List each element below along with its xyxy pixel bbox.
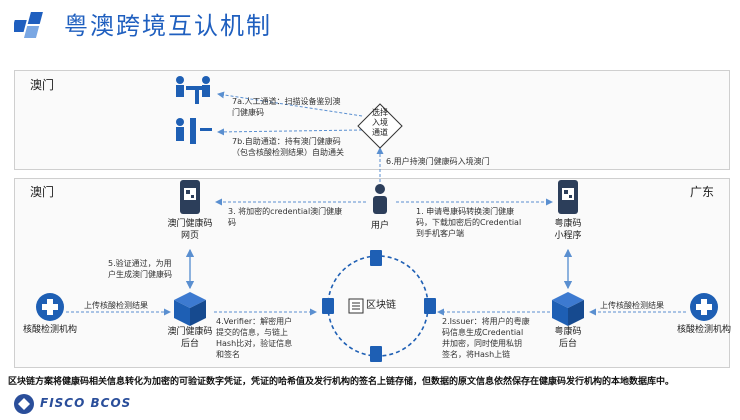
page-title: 粤澳跨境互认机制 [64,12,272,40]
cube-icon-gd-backend [552,292,584,326]
region-label-guangdong: 广东 [690,185,715,199]
gd-backend-label: 粤康码 后台 [554,327,582,349]
footer-note: 区块链方案将健康码相关信息转化为加密的可验证数字凭证，凭证的哈希值及发行机构的签… [8,377,675,387]
step-5: 5.验证通过，为用 户生成澳门健康码 [108,259,172,279]
blockchain-label: 区块链 [366,300,396,311]
phone-icon-macau [180,180,200,214]
self-gate-icon [176,118,212,144]
user-label: 用户 [370,221,389,231]
chain-server-top [370,250,382,266]
medical-cross-icon-right [690,293,718,321]
step-4: 4.Verifier：解密用户 提交的信息，与链上 Hash比对，验证信息 和签… [216,317,293,359]
gd-app-label: 粤康码 小程序 [554,219,582,241]
logo-icon [14,12,43,38]
region-label-macau-top: 澳门 [30,78,55,92]
user-icon [373,184,387,214]
region-label-macau-bottom: 澳门 [30,185,55,199]
chain-server-bottom [370,346,382,362]
testing-left-label: 核酸检测机构 [22,325,77,335]
step-7a: 7a.人工通道：扫描设备鉴别澳 门健康码 [232,97,341,117]
step-2: 2.Issuer：将用户的粤康 码信息生成Credential 并加密，同时使用… [442,317,530,359]
testing-right-label: 核酸检测机构 [676,325,731,335]
manual-gate-icon [176,76,210,104]
chain-server-left [322,298,334,314]
cube-icon-macau-backend [174,292,206,326]
gate-decision-diamond [357,103,403,149]
chain-server-right [424,298,436,314]
step-7b: 7b.自助通道：持有澳门健康码 （包含核酸检测结果）自助通关 [232,137,344,157]
medical-cross-icon-left [36,293,64,321]
phone-icon-gd [558,180,578,214]
brand-name: FISCO BCOS [40,396,132,410]
arrow-gate-to-manual [217,91,363,117]
step-6: 6.用户持澳门健康码入境澳门 [386,157,490,166]
region-bottom [14,178,730,368]
gate-decision-label: 选择 入境 通道 [372,108,388,137]
arrow-gate-to-self [217,128,363,136]
step-1: 1. 申请粤康码转换澳门健康 码，下载加密后的Credential 到手机客户端 [416,207,522,238]
step-3: 3. 将加密的credential澳门健康 码 [228,207,343,227]
upload-right-label: 上传核酸检测结果 [600,301,664,310]
macau-web-label: 澳门健康码 网页 [167,219,213,241]
fisco-logo-icon [14,394,34,414]
upload-left-label: 上传核酸检测结果 [84,301,148,310]
macau-backend-label: 澳门健康码 后台 [167,327,213,349]
